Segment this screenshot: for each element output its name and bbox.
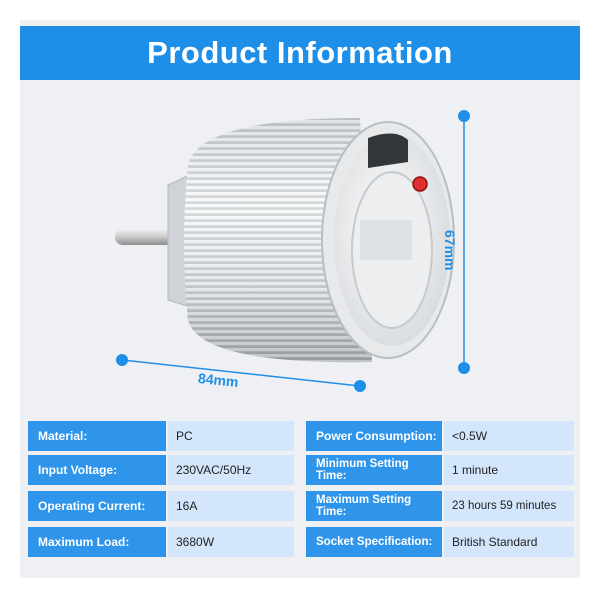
spec-value: <0.5W bbox=[444, 421, 574, 451]
spec-value: British Standard bbox=[444, 527, 574, 557]
smart-plug-image bbox=[115, 110, 470, 392]
spec-row-maximum-load: Maximum Load: 3680W bbox=[28, 527, 294, 557]
spec-label: Minimum Setting Time: bbox=[306, 455, 442, 485]
spec-row-maximum-setting-time: Maximum Setting Time: 23 hours 59 minute… bbox=[306, 491, 574, 521]
spec-row-input-voltage: Input Voltage: 230VAC/50Hz bbox=[28, 455, 294, 485]
spec-row-material: Material: PC bbox=[28, 421, 294, 451]
spec-value: 3680W bbox=[168, 527, 294, 557]
spec-label: Maximum Load: bbox=[28, 527, 166, 557]
power-button-icon bbox=[412, 176, 428, 192]
spec-value: PC bbox=[168, 421, 294, 451]
page-title: Product Information bbox=[20, 26, 580, 80]
spec-value: 16A bbox=[168, 491, 294, 521]
spec-row-power-consumption: Power Consumption: <0.5W bbox=[306, 421, 574, 451]
plug-pin bbox=[115, 229, 183, 245]
spec-label: Power Consumption: bbox=[306, 421, 442, 451]
spec-value: 1 minute bbox=[444, 455, 574, 485]
spec-label: Socket Specification: bbox=[306, 527, 442, 557]
spec-value: 230VAC/50Hz bbox=[168, 455, 294, 485]
spec-label: Maximum Setting Time: bbox=[306, 491, 442, 521]
spec-value: 23 hours 59 minutes bbox=[444, 491, 574, 521]
width-dimension-line bbox=[121, 359, 361, 387]
spec-label: Material: bbox=[28, 421, 166, 451]
indicator-window bbox=[368, 133, 408, 168]
spec-row-socket-specification: Socket Specification: British Standard bbox=[306, 527, 574, 557]
height-dimension-label: 67mm bbox=[442, 230, 458, 271]
spec-row-operating-current: Operating Current: 16A bbox=[28, 491, 294, 521]
spec-label: Input Voltage: bbox=[28, 455, 166, 485]
spec-label: Operating Current: bbox=[28, 491, 166, 521]
spec-row-minimum-setting-time: Minimum Setting Time: 1 minute bbox=[306, 455, 574, 485]
